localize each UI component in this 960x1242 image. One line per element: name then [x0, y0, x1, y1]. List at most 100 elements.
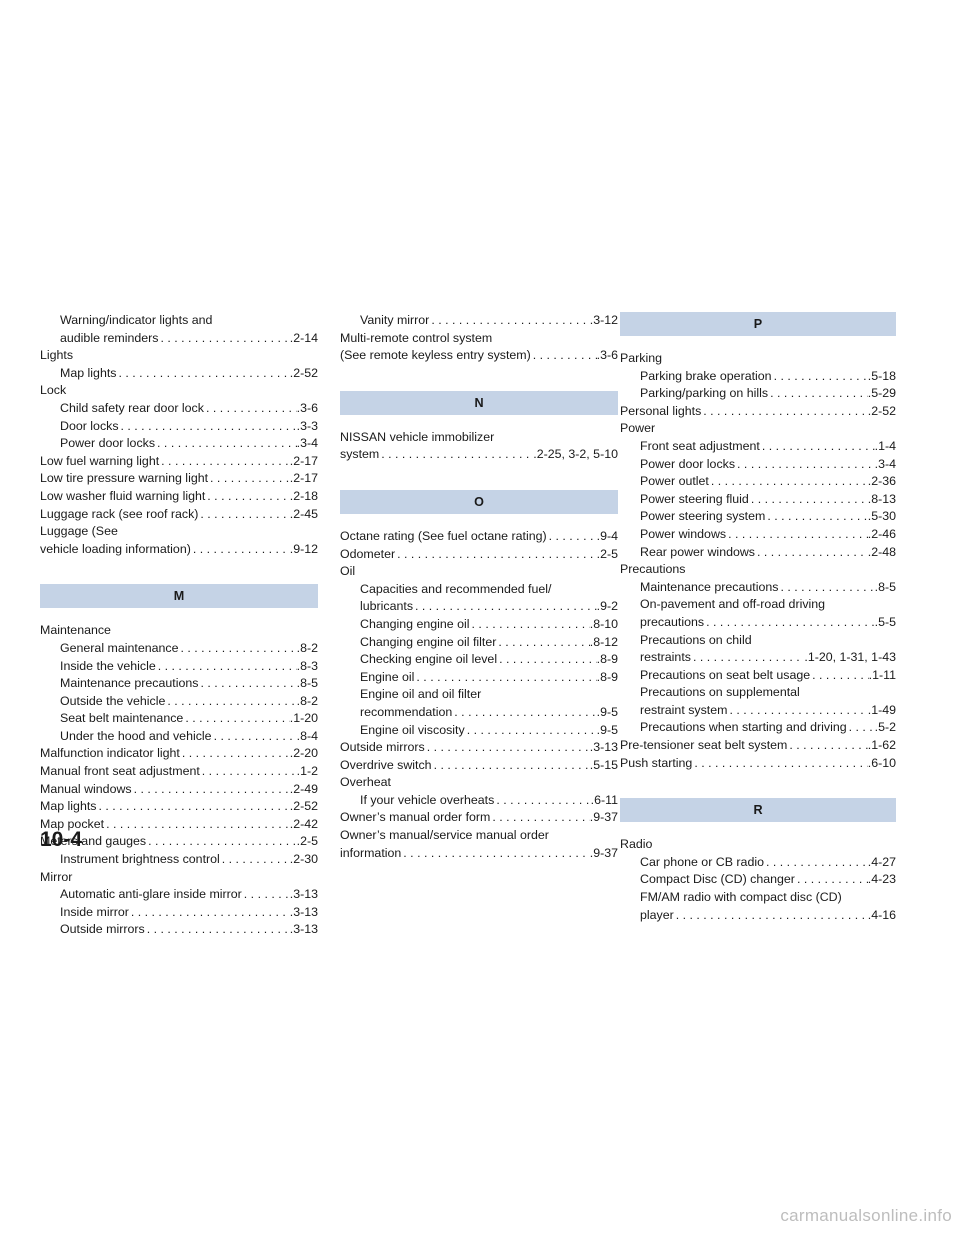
entry-term: Outside mirrors	[60, 922, 145, 937]
entry-page-ref: .5-5	[874, 614, 896, 629]
entry-term: Low fuel warning light	[40, 453, 160, 468]
index-entry: Precautions on supplemental	[620, 684, 896, 702]
entry-term: Power windows	[640, 526, 727, 541]
entry-term: Octane rating (See fuel octane rating)	[340, 528, 547, 543]
dot-leader	[452, 704, 596, 722]
index-entry: Vanity mirror.3-12	[340, 312, 618, 330]
dot-leader	[116, 365, 289, 383]
dot-leader	[180, 745, 290, 763]
entry-term: Map lights	[40, 799, 97, 814]
entry-term: Maintenance	[40, 623, 111, 638]
index-entry: Oil	[340, 563, 618, 581]
entry-term: NISSAN vehicle immobilizer	[340, 429, 495, 444]
dot-leader	[749, 491, 868, 509]
dot-leader	[132, 781, 290, 799]
dot-leader	[146, 833, 297, 851]
entry-term: Parking/parking on hills	[640, 386, 769, 401]
index-entry: Lock	[40, 382, 318, 400]
index-entry: General maintenance.8-2	[40, 640, 318, 658]
entry-page-ref: .2-30	[289, 852, 318, 867]
dot-leader	[145, 921, 290, 939]
dot-leader	[200, 763, 297, 781]
dot-leader	[401, 845, 589, 863]
dot-leader	[191, 541, 290, 559]
entry-page-ref: .3-3	[296, 418, 318, 433]
entry-term: Push starting	[620, 755, 693, 770]
entry-term: Power door locks	[60, 436, 156, 451]
entry-term: Engine oil	[360, 669, 415, 684]
entry-term: precautions	[640, 614, 705, 629]
entry-page-ref: .9-4	[596, 528, 618, 543]
index-entry: player.4-16	[620, 907, 896, 925]
index-entry: system.2-25, 3-2, 5-10	[340, 446, 618, 464]
dot-leader	[778, 579, 874, 597]
entry-page-ref: .3-6	[296, 400, 318, 415]
index-entry: Push starting.6-10	[620, 755, 896, 773]
dot-leader	[379, 446, 533, 464]
entry-page-ref: .1-2	[296, 764, 318, 779]
index-entry: Door locks.3-3	[40, 418, 318, 436]
entry-term: Map pocket	[40, 816, 105, 831]
dot-leader	[159, 330, 290, 348]
entry-page-ref: .2-17	[289, 471, 318, 486]
dot-leader	[674, 907, 868, 925]
index-entry: Precautions when starting and driving.5-…	[620, 719, 896, 737]
index-entry: Power steering fluid.8-13	[620, 491, 896, 509]
entry-page-ref: .2-45	[289, 506, 318, 521]
dot-leader	[429, 312, 589, 330]
entry-term: Power	[620, 421, 656, 436]
index-entry: Manual windows.2-49	[40, 781, 318, 799]
entry-term: Owner’s manual order form	[340, 810, 491, 825]
dot-leader	[755, 544, 868, 562]
dot-leader	[198, 675, 296, 693]
dot-leader	[425, 739, 590, 757]
dot-leader	[704, 614, 875, 632]
entry-term: Rear power windows	[640, 544, 756, 559]
dot-leader	[701, 403, 867, 421]
index-entry: Lights	[40, 347, 318, 365]
entry-page-ref: .2-52	[289, 799, 318, 814]
entry-page-ref: .2-25, 3-2, 5-10	[533, 447, 618, 462]
index-entry: Front seat adjustment.1-4	[620, 438, 896, 456]
index-entry: recommendation.9-5	[340, 704, 618, 722]
entry-page-ref: .5-2	[874, 720, 896, 735]
entry-term: Capacities and recommended fuel/	[360, 581, 552, 596]
entry-term: audible reminders	[60, 330, 159, 345]
entry-page-ref: .2-42	[289, 816, 318, 831]
index-entry: Precautions on seat belt usage.1-11	[620, 667, 896, 685]
entry-page-ref: .4-23	[867, 872, 896, 887]
entry-term: Vanity mirror	[360, 313, 430, 327]
section-header-m: M	[40, 584, 318, 609]
entry-term: Map lights	[60, 365, 117, 380]
index-entry: Power door locks.3-4	[620, 456, 896, 474]
entry-term: recommendation	[360, 704, 453, 719]
entry-term: Warning/indicator lights and	[60, 313, 213, 327]
index-entry: Parking/parking on hills.5-29	[620, 385, 896, 403]
dot-leader	[465, 722, 597, 740]
index-entry: (See remote keyless entry system).3-6	[340, 347, 618, 365]
dot-leader	[691, 649, 804, 667]
index-entry: Overheat	[340, 774, 618, 792]
entry-term: Maintenance precautions	[640, 579, 779, 594]
entry-page-ref: .8-3	[296, 658, 318, 673]
entry-term: Low washer fluid warning light	[40, 488, 206, 503]
entry-term: Personal lights	[620, 403, 702, 418]
entry-page-ref: .2-49	[289, 781, 318, 796]
dot-leader	[104, 816, 290, 834]
entry-term: Malfunction indicator light	[40, 746, 180, 761]
entry-page-ref: .3-4	[296, 436, 318, 451]
entry-page-ref: .2-14	[289, 330, 318, 345]
index-entry: Engine oil and oil filter	[340, 686, 618, 704]
dot-leader	[847, 719, 875, 737]
entry-term: Inside mirror	[60, 904, 129, 919]
index-entry: Capacities and recommended fuel/	[340, 581, 618, 599]
entry-term: Engine oil viscosity	[360, 722, 465, 737]
index-entry: Warning/indicator lights and	[40, 312, 318, 330]
dot-leader	[787, 737, 867, 755]
index-entry: Manual front seat adjustment.1-2	[40, 763, 318, 781]
entry-page-ref: .1-4	[874, 438, 896, 453]
index-entry: Map lights.2-52	[40, 365, 318, 383]
entry-term: Changing engine oil	[360, 616, 470, 631]
entry-page-ref: .1-49	[867, 702, 896, 717]
